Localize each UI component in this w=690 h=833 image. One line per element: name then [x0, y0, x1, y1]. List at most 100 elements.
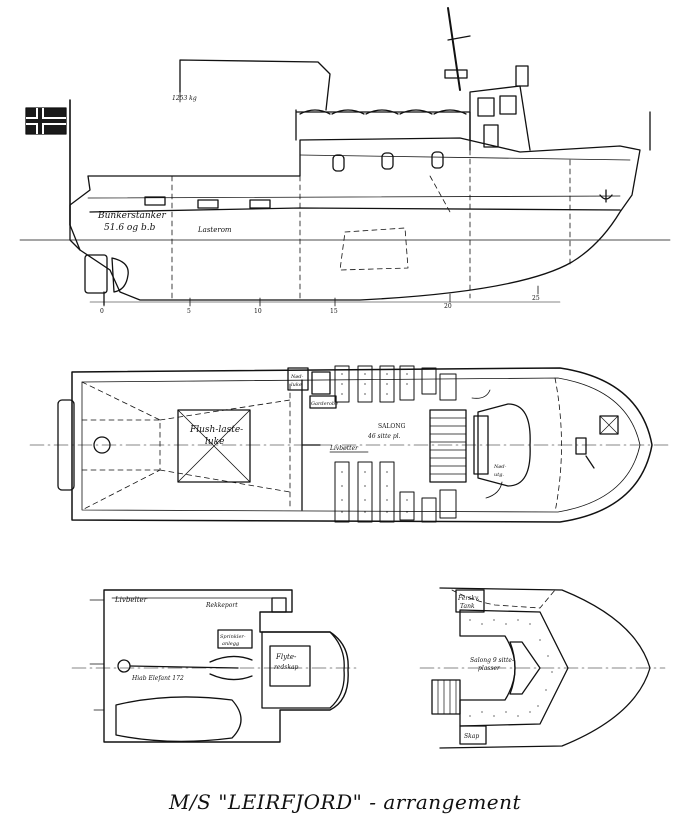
wheelhouse-roof	[261, 631, 345, 709]
flush-hatch	[177, 409, 251, 483]
fore-stair-treads	[437, 679, 457, 715]
wheelhouse	[469, 85, 531, 151]
door-swing	[485, 481, 503, 499]
salon-seats-label: 46 sitte pl.	[367, 433, 401, 440]
bow-bulkhead	[554, 377, 562, 513]
emergency-hatch-label-sub: luke	[291, 382, 302, 388]
salon-label: SALONG	[378, 423, 406, 430]
frame-ticks	[103, 285, 539, 307]
liferaft-label-sub: redskap	[274, 664, 299, 671]
emergency-exit-label-sub: utg.	[494, 472, 504, 478]
crane-model-label: Hiab Elefant 172	[131, 675, 184, 682]
liferaft-label: Livbøtter	[329, 445, 359, 452]
emergency-hatch-box	[287, 367, 309, 391]
stern	[69, 224, 81, 251]
note-box	[217, 629, 253, 649]
salon-seats	[334, 365, 457, 523]
wheelhouse-window	[477, 97, 495, 117]
wheelhouse-console	[477, 403, 531, 487]
norwegian-flag-icon	[25, 107, 67, 135]
fore-salon-label: Salong 9 sitte-	[470, 657, 514, 664]
fore-seat-dots	[469, 619, 553, 717]
bunker-label-sub: 51.6 og b.b	[104, 223, 156, 233]
funnel	[515, 65, 529, 87]
fore-salon-labels: Ferskv. Tank Salong 9 sitte- plasser Ska…	[457, 595, 514, 740]
chain-locker-cross	[599, 415, 619, 435]
edge-arrows	[89, 599, 105, 711]
liferaft-container	[269, 645, 311, 687]
deck-line	[87, 195, 621, 199]
deckhouse-railing	[295, 109, 471, 141]
main-deck-labels: Flush-laste- luke SALONG 46 sitte pl. Nø…	[189, 374, 507, 478]
main-deck-inner-hull	[81, 377, 641, 513]
flush-hatch-cross	[177, 409, 251, 483]
wc	[311, 371, 331, 395]
salon-wall	[301, 379, 321, 511]
salon-window	[431, 151, 444, 169]
frame-number: 10	[254, 308, 262, 315]
anchor-icon	[599, 189, 613, 203]
engine-casing	[473, 415, 489, 475]
windlass	[575, 437, 587, 455]
profile-labels: Bunkerstanker 51.6 og b.b Lasterom 1253 …	[97, 95, 540, 315]
rubbing-strake	[89, 207, 621, 213]
freshwater-tank	[455, 589, 485, 613]
flush-hatch-label-sub: luke	[205, 437, 224, 447]
upper-deck-plan	[71, 589, 361, 743]
porthole	[249, 199, 271, 209]
drawing-caption: M/S "LEIRFJORD" - arrangement	[168, 790, 522, 814]
radar	[444, 69, 468, 79]
frame-number: 20	[444, 303, 452, 310]
profile-view	[19, 7, 671, 307]
stair-treads	[429, 417, 467, 475]
frame-number: 25	[532, 295, 540, 302]
crane-jib-plan	[129, 655, 253, 681]
emergency-hatch-label: Nød-	[290, 374, 304, 380]
lifebelts-label: Livbelter	[114, 596, 148, 604]
sprinkler-label-sub: anlegg	[222, 641, 239, 647]
tank-label: Ferskv.	[457, 595, 480, 602]
frame-number: 15	[330, 308, 338, 315]
store-cabinet	[459, 725, 487, 745]
crane-base	[117, 659, 131, 673]
door-swing	[471, 389, 491, 399]
wheelhouse-door	[483, 124, 499, 148]
salon-window	[332, 154, 345, 172]
hull-outline	[69, 137, 641, 301]
fore-hull-outline	[439, 587, 651, 749]
salon-window	[381, 152, 394, 170]
flush-hatch-label: Flush-laste-	[189, 425, 243, 435]
wheelhouse-window	[499, 95, 517, 115]
bulwark-line	[299, 154, 631, 161]
deckhouse-rail-arches	[299, 109, 467, 115]
chain-locker-hatch	[599, 415, 619, 435]
hold-label: Lasterom	[197, 226, 232, 234]
main-deck-plan	[29, 365, 671, 523]
stern-hatch	[93, 436, 111, 454]
store-label: Skap	[464, 733, 479, 740]
fore-salon-plan	[419, 587, 666, 749]
crane-load-label: 1253 kg	[172, 95, 197, 102]
porthole	[144, 196, 166, 206]
emergency-exit-label: Nød-	[493, 464, 507, 470]
fore-salon-table	[509, 641, 541, 695]
stairway	[429, 409, 467, 483]
liferaft-label: Flyte-	[275, 653, 297, 661]
bulkheads	[171, 149, 571, 301]
porthole	[197, 199, 219, 209]
crane-jib	[179, 59, 331, 111]
rudder	[84, 254, 108, 294]
tank-label-sub: Tank	[460, 603, 475, 610]
sprinkler-label: Sprinkler-	[220, 634, 246, 640]
frame-number: 5	[187, 308, 191, 315]
propeller	[111, 257, 129, 293]
main-deck-hull	[71, 367, 653, 523]
stern-platform	[57, 399, 75, 491]
wardrobe-label: Garderobe	[311, 401, 338, 407]
cargo-hold-outline	[81, 381, 291, 511]
bollard	[585, 455, 595, 469]
upper-deck-labels: Livbelter Rekkeport Flyte- redskap Hiab …	[114, 596, 299, 682]
flag-locker	[271, 597, 287, 613]
